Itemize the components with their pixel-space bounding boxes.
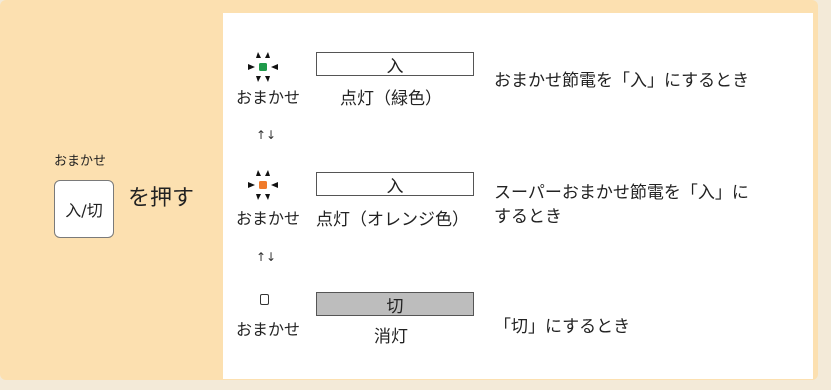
- lamp-label: おまかせ: [236, 88, 301, 107]
- cycle-arrows: ↑↓: [256, 250, 277, 264]
- state-box-label: 切: [386, 296, 404, 317]
- power-saving-key[interactable]: 入/切: [54, 180, 114, 238]
- lamp-status: 点灯（緑色）: [340, 89, 442, 109]
- lamp-off-icon: [260, 294, 269, 305]
- lamp-status: 点灯（オレンジ色）: [316, 210, 469, 230]
- lamp-status: 消灯: [374, 327, 408, 347]
- lamp-on-green-icon: [248, 52, 278, 82]
- state-box-label: 入: [386, 176, 404, 197]
- mode-description: おまかせ節電を「入」にするとき: [494, 71, 750, 91]
- button-caption: おまかせ: [54, 154, 107, 169]
- mode-description: 「切」にするとき: [494, 317, 631, 337]
- mode-description: スーパーおまかせ節電を「入」に: [494, 183, 749, 203]
- state-box-on: 入: [316, 52, 474, 77]
- lamp-label: おまかせ: [236, 320, 301, 339]
- press-instruction: を押す: [128, 186, 195, 211]
- lamp-on-orange-icon: [248, 170, 278, 200]
- lamp-label: おまかせ: [236, 209, 301, 228]
- state-box-on: 入: [316, 172, 474, 197]
- state-box-label: 入: [386, 56, 404, 77]
- cycle-arrows: ↑↓: [256, 128, 277, 142]
- state-box-off: 切: [316, 292, 474, 317]
- key-label: 入/切: [65, 201, 103, 220]
- mode-description-line2: するとき: [494, 207, 562, 227]
